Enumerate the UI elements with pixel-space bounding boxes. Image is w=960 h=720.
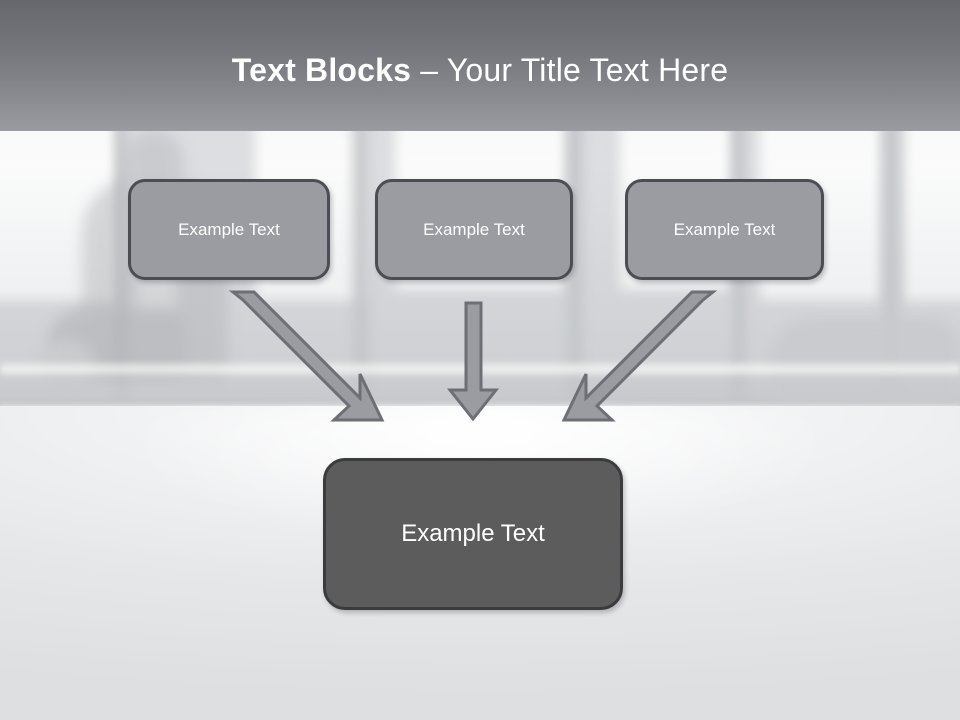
page-title-separator: – [411, 52, 447, 88]
page-title: Text Blocks – Your Title Text Here [0, 50, 960, 90]
horizon-highlight [0, 360, 960, 378]
flow-node-bottom[interactable]: Example Text [323, 458, 623, 610]
flow-node-top-3[interactable]: Example Text [625, 179, 824, 280]
flow-node-top-1-label: Example Text [178, 219, 280, 239]
page-title-bold: Text Blocks [231, 52, 412, 88]
flow-node-top-1[interactable]: Example Text [128, 179, 330, 280]
flow-node-bottom-label: Example Text [401, 520, 545, 547]
title-bar: Text Blocks – Your Title Text Here [0, 0, 960, 131]
flow-node-top-2-label: Example Text [423, 219, 525, 239]
page-title-light: Your Title Text Here [446, 52, 729, 88]
flow-node-top-2[interactable]: Example Text [375, 179, 573, 280]
flow-node-top-3-label: Example Text [673, 219, 776, 239]
